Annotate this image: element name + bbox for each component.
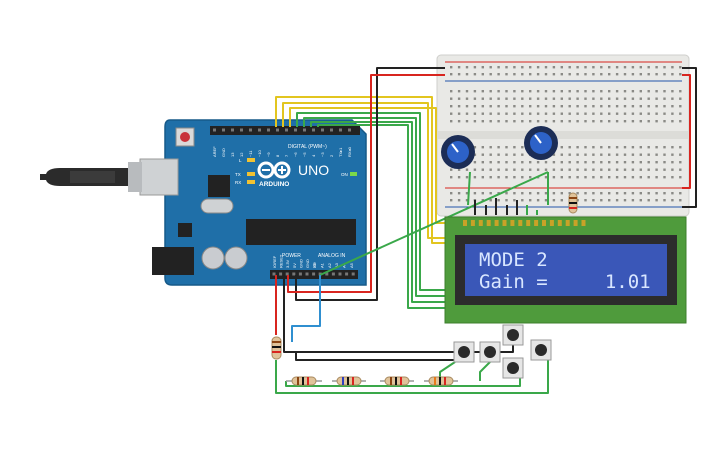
power-header [270, 270, 326, 279]
potentiometer-left [441, 135, 475, 169]
wire-green-pot [319, 171, 549, 276]
analog-pin-label-1: A1 [319, 262, 324, 268]
power-pin-label-1: RESET [279, 254, 284, 268]
lcd-module: MODE 2 Gain = 1.01 [444, 216, 687, 324]
atmega-chip [246, 219, 356, 245]
wire-green-4 [317, 124, 449, 309]
wires [275, 67, 697, 394]
power-pin-label-4: GND [298, 259, 303, 268]
digital-pin-label-0: AREF [212, 146, 217, 157]
wire-green-1 [296, 112, 449, 291]
resistor-2 [332, 376, 366, 386]
push-button-4 [502, 357, 524, 379]
on-label: ON [341, 172, 348, 177]
digital-pin-label-7: 8 [275, 154, 280, 157]
wire-black-rail [682, 67, 697, 208]
digital-pin-label-11: 4 [311, 154, 316, 157]
analog-label: ANALOG IN [318, 253, 346, 259]
led-on [350, 172, 357, 176]
potentiometer-right [524, 126, 558, 160]
resistors [271, 192, 578, 386]
lcd-line-2: Gain = 1.01 [479, 271, 651, 293]
power-pin-label-5: GND [305, 259, 310, 268]
led-tx-label: TX [235, 172, 241, 177]
resistor-lcd-backlight [568, 192, 578, 214]
digital-pin-label-9: ~6 [293, 152, 298, 157]
digital-pin-label-5: ~10 [257, 149, 262, 157]
analog-pin-label-2: A2 [327, 262, 332, 268]
push-buttons [453, 324, 552, 379]
analog-pin-label-5: A5 [349, 262, 354, 268]
wire-red-5v [287, 74, 445, 293]
digital-pin-label-14: TX▸1 [338, 147, 343, 157]
power-pin-label-2: 3.3V [285, 259, 290, 268]
wire-green-buttons [275, 360, 549, 394]
digital-pin-label-2: 13 [230, 152, 235, 157]
breadboard-holes [450, 66, 682, 202]
lcd-line-1: MODE 2 [479, 249, 548, 271]
digital-pin-label-4: ~11 [248, 150, 253, 157]
digital-pin-label-13: 2 [329, 154, 334, 157]
wire-yellow-2 [282, 102, 462, 239]
led-rx-label: RX [235, 180, 241, 185]
wire-black-buttons-2 [295, 352, 465, 361]
arduino-logo [257, 161, 291, 179]
resistor-3 [380, 376, 414, 386]
digital-pin-label-8: 7 [284, 154, 289, 157]
brand-label: ARDUINO [259, 181, 289, 188]
led-tx [247, 172, 255, 176]
wire-yellow-1 [275, 96, 462, 244]
digital-pin-label-12: ~3 [320, 152, 325, 157]
led-rx [247, 180, 255, 184]
power-pin-label-0: IOREF [272, 255, 277, 268]
wire-green-3 [310, 121, 449, 303]
analog-pin-label-3: A3 [334, 262, 339, 268]
power-pin-label-3: 5V [292, 263, 297, 268]
digital-pin-label-15: RX◂0 [347, 146, 352, 157]
digital-label: DIGITAL (PWM~) [288, 144, 327, 150]
push-button-5 [530, 339, 552, 361]
wire-red-rail [682, 74, 691, 189]
dc-power-jack [152, 247, 194, 275]
breadboard [436, 54, 690, 217]
reset-button [180, 132, 190, 142]
power-label: POWER [282, 253, 301, 259]
model-label: UNO [298, 162, 329, 178]
wire-green-2 [303, 117, 449, 297]
power-pin-label-6: Vin [312, 262, 317, 268]
wire-green-buttons-2 [285, 372, 521, 387]
lcd-screen [465, 244, 667, 296]
digital-pin-labels: AREF GND 13 12 ~11 ~10 ~9 8 7 ~6 ~5 4 ~3 2 TX▸1 RX◂0 [212, 146, 352, 157]
digital-pin-label-10: ~5 [302, 152, 307, 157]
led-l [247, 158, 255, 162]
push-button-2 [479, 341, 501, 363]
arduino-uno-board: ARDUINO UNO DIGITAL (PWM~) POWER ANALOG … [40, 119, 367, 286]
led-l-label: L [239, 158, 242, 163]
analog-pin-label-0: A0 [312, 262, 317, 268]
push-button-1 [453, 341, 475, 363]
resistor-1 [286, 376, 322, 386]
usb-port [139, 158, 179, 196]
digital-pin-label-1: GND [221, 148, 226, 157]
push-button-3 [502, 324, 524, 346]
resistor-4 [424, 376, 458, 386]
digital-pin-label-3: 12 [239, 152, 244, 157]
resistor-vertical [271, 336, 282, 360]
wire-green-pot-2 [467, 171, 471, 206]
lcd-header-pins [463, 220, 586, 226]
digital-pin-label-6: ~9 [266, 152, 271, 157]
wire-blue-a0 [291, 275, 321, 342]
